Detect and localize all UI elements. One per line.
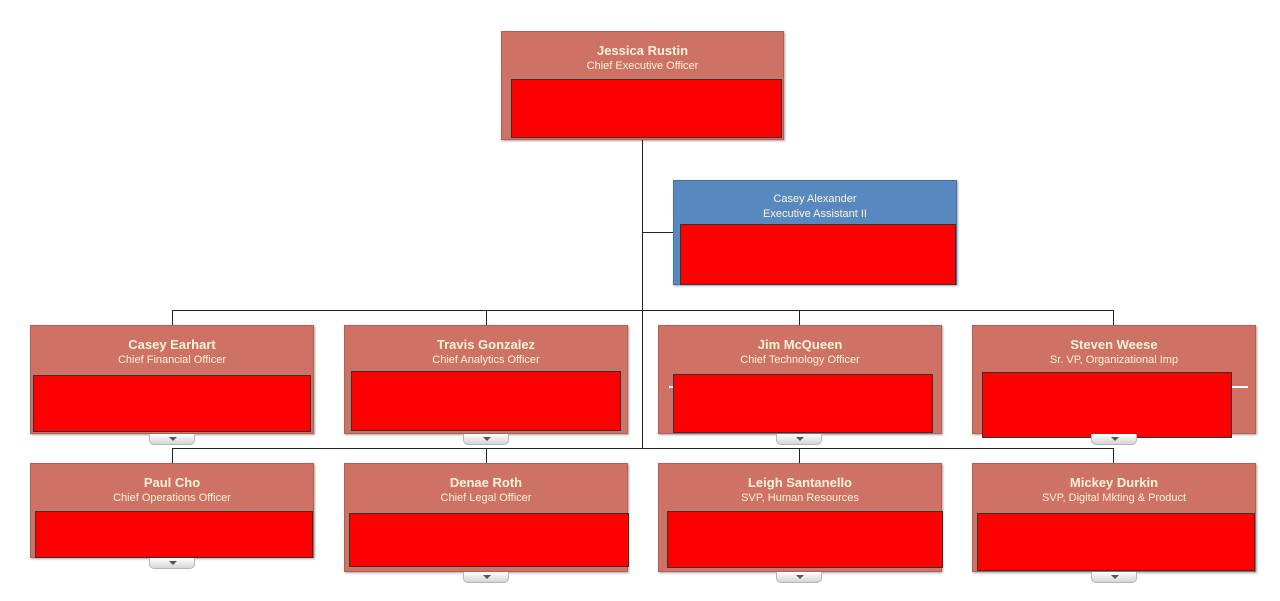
report-redaction — [33, 375, 311, 432]
report-redaction — [35, 511, 313, 558]
report-node-leigh-santanello[interactable]: Leigh Santanello SVP, Human Resources — [658, 463, 943, 572]
expand-button[interactable] — [1091, 572, 1137, 583]
expand-button[interactable] — [149, 558, 195, 569]
report-name: Paul Cho — [143, 475, 201, 490]
report-name: Travis Gonzalez — [436, 337, 536, 352]
report-redaction — [673, 374, 933, 433]
report-node-travis-gonzalez[interactable]: Travis Gonzalez Chief Analytics Officer — [344, 325, 628, 434]
report-redaction — [667, 511, 943, 568]
assistant-title: Executive Assistant II — [763, 208, 867, 220]
expand-button[interactable] — [776, 434, 822, 445]
report-name: Denae Roth — [449, 475, 523, 490]
expand-button[interactable] — [776, 572, 822, 583]
report-node-jim-mcqueen[interactable]: Jim McQueen Chief Technology Officer — [658, 325, 942, 434]
ceo-redaction — [511, 79, 782, 138]
report-name: Steven Weese — [1070, 337, 1158, 352]
report-title: Chief Financial Officer — [117, 354, 226, 366]
report-redaction — [977, 513, 1255, 571]
expand-button[interactable] — [463, 572, 509, 583]
report-node-mickey-durkin[interactable]: Mickey Durkin SVP, Digital Mkting & Prod… — [972, 463, 1256, 572]
ceo-name: Jessica Rustin — [596, 43, 689, 58]
report-title: SVP, Digital Mkting & Product — [1041, 492, 1187, 504]
report-name: Mickey Durkin — [1069, 475, 1159, 490]
assistant-name: Casey Alexander — [773, 193, 857, 205]
ceo-title: Chief Executive Officer — [586, 60, 699, 72]
report-redaction — [351, 371, 621, 431]
report-node-casey-earhart[interactable]: Casey Earhart Chief Financial Officer — [30, 325, 314, 434]
report-title: Chief Analytics Officer — [432, 354, 540, 366]
ceo-node[interactable]: Jessica Rustin Chief Executive Officer — [501, 31, 784, 140]
report-name: Leigh Santanello — [747, 475, 852, 490]
expand-button[interactable] — [463, 434, 509, 445]
expand-button[interactable] — [149, 434, 195, 445]
report-redaction — [349, 513, 629, 567]
report-title: Chief Technology Officer — [740, 354, 860, 366]
decorative-underline — [1228, 386, 1248, 388]
report-title: Chief Legal Officer — [440, 492, 532, 504]
report-title: Chief Operations Officer — [113, 492, 231, 504]
report-node-paul-cho[interactable]: Paul Cho Chief Operations Officer — [30, 463, 314, 558]
report-title: SVP, Human Resources — [741, 492, 859, 504]
expand-button[interactable] — [1091, 434, 1137, 445]
report-title: Sr. VP, Organizational Imp — [1049, 354, 1179, 366]
assistant-node[interactable]: Casey Alexander Executive Assistant II — [673, 180, 957, 285]
report-redaction — [982, 372, 1232, 438]
report-name: Jim McQueen — [757, 337, 843, 352]
report-node-denae-roth[interactable]: Denae Roth Chief Legal Officer — [344, 463, 629, 572]
report-name: Casey Earhart — [128, 337, 216, 352]
assistant-redaction — [680, 224, 956, 285]
report-node-steven-weese[interactable]: Steven Weese Sr. VP, Organizational Imp — [972, 325, 1256, 438]
